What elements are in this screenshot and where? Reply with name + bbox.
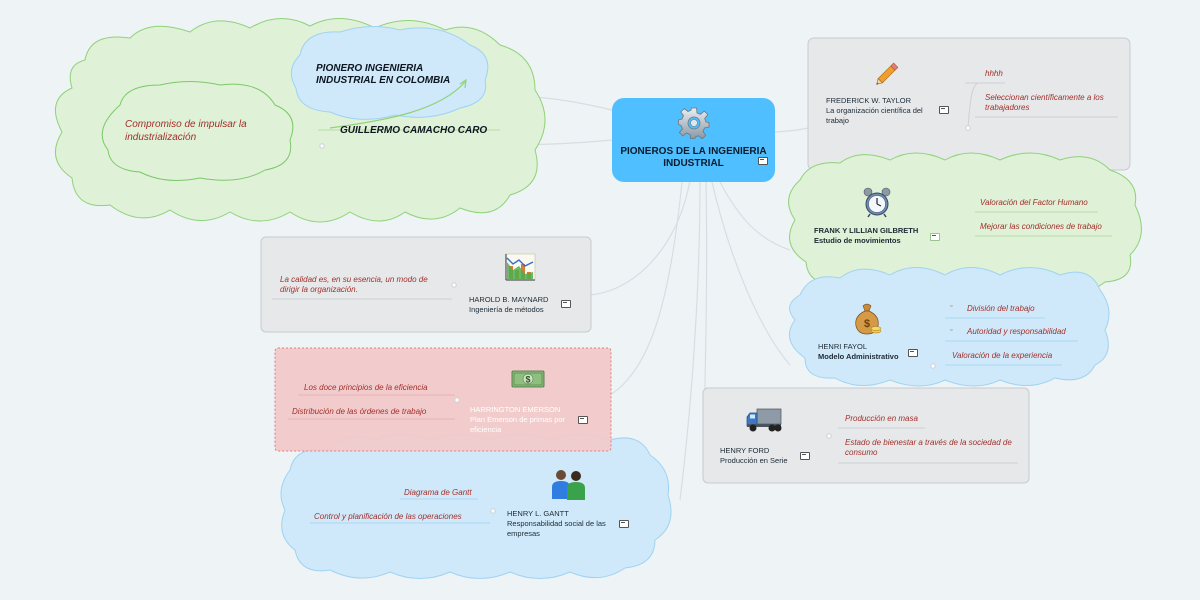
emerson-box	[274, 347, 612, 452]
svg-text:$: $	[864, 318, 870, 330]
maynard-item-1[interactable]: La calidad es, en su esencia, un modo de…	[280, 275, 428, 294]
emerson-subtitle: Plan Emerson de primas por eficiencia	[470, 415, 566, 434]
taylor-subtitle: La organización científica del trabajo	[826, 106, 923, 125]
truck-icon	[746, 408, 782, 432]
fayol-item-3[interactable]: Valoración de la experiencia	[952, 351, 1053, 360]
green-inner-cloud	[101, 81, 294, 181]
fayol-item-2[interactable]: Autoridad y responsabilidad	[967, 327, 1066, 336]
taylor-item-2[interactable]: Seleccionan científicamente a los trabaj…	[985, 93, 1104, 112]
ford-name: HENRY FORD	[720, 446, 770, 455]
gear-icon	[678, 107, 710, 139]
gantt-item-2[interactable]: Control y planificación de las operacion…	[314, 512, 462, 521]
note-icon[interactable]	[758, 157, 768, 165]
commitment-text[interactable]: Compromiso de impulsar la industrializac…	[125, 119, 247, 143]
taylor-node[interactable]: FREDERICK W. TAYLOR La organización cien…	[826, 96, 946, 126]
taylor-note-icon[interactable]	[939, 106, 949, 114]
gilbreth-item-1[interactable]: Valoración del Factor Humano	[980, 198, 1088, 207]
gilbreth-node[interactable]: FRANK Y LILLIAN GILBRETH Estudio de movi…	[814, 226, 934, 246]
money-bag-icon: $	[855, 303, 882, 335]
gantt-item-1[interactable]: Diagrama de Gantt	[404, 488, 472, 497]
gantt-subtitle: Responsabilidad social de las empresas	[507, 519, 606, 538]
guillermo-name[interactable]: GUILLERMO CAMACHO CARO	[340, 125, 488, 136]
fayol-note-mark-1: ▫	[950, 303, 953, 310]
maynard-node[interactable]: HAROLD B. MAYNARD Ingeniería de métodos	[469, 295, 569, 315]
central-node[interactable]	[612, 98, 775, 182]
emerson-note-icon[interactable]	[578, 416, 588, 424]
fayol-name: HENRI FAYOL	[818, 342, 868, 351]
arrow-head	[459, 78, 467, 89]
emerson-item-2[interactable]: Distribución de las órdenes de trabajo	[292, 407, 427, 416]
emerson-node[interactable]: HARRINGTON EMERSON Plan Emerson de prima…	[470, 405, 580, 435]
maynard-subtitle: Ingeniería de métodos	[469, 305, 544, 314]
gantt-note-icon[interactable]	[619, 520, 629, 528]
chart-icon	[505, 253, 536, 281]
connector-lines	[504, 95, 809, 501]
ford-note-icon[interactable]	[800, 452, 810, 460]
pioneer-text[interactable]: PIONERO INGENIERIA INDUSTRIAL EN COLOMBI…	[316, 63, 451, 86]
blue-cloud-pioneer	[290, 26, 489, 120]
gantt-node[interactable]: HENRY L. GANTT Responsabilidad social de…	[507, 509, 622, 539]
gilbreth-subtitle: Estudio de movimientos	[814, 236, 901, 245]
pencil-icon	[876, 62, 899, 85]
emerson-item-1[interactable]: Los doce principios de la eficiencia	[304, 383, 428, 392]
maynard-note-icon[interactable]	[561, 300, 571, 308]
fayol-note-icon[interactable]	[908, 349, 918, 357]
gilbreth-item-2[interactable]: Mejorar las condiciones de trabajo	[980, 222, 1102, 231]
gilbreth-note-icon[interactable]	[930, 233, 940, 241]
fayol-node[interactable]: HENRI FAYOL Modelo Administrativo	[818, 342, 918, 362]
central-title[interactable]: PIONEROS DE LA INGENIERIA INDUSTRIAL	[620, 146, 767, 169]
svg-text:$: $	[525, 375, 530, 385]
taylor-branch	[967, 82, 979, 129]
dollar-bill-icon: $	[511, 370, 545, 388]
ford-node[interactable]: HENRY FORD Producción en Serie	[720, 446, 820, 466]
ford-box	[702, 387, 1030, 484]
gantt-cloud	[280, 433, 672, 579]
ford-item-1[interactable]: Producción en masa	[845, 414, 918, 423]
people-icon	[552, 470, 585, 500]
fayol-cloud	[788, 267, 1110, 387]
fayol-item-1[interactable]: División del trabajo	[967, 304, 1035, 313]
relation-arrow	[329, 81, 466, 129]
gantt-name: HENRY L. GANTT	[507, 509, 569, 518]
ford-subtitle: Producción en Serie	[720, 456, 788, 465]
emerson-name: HARRINGTON EMERSON	[470, 405, 561, 414]
ford-item-2[interactable]: Estado de bienestar a través de la socie…	[845, 438, 1012, 457]
taylor-name: FREDERICK W. TAYLOR	[826, 96, 912, 105]
taylor-item-1[interactable]: hhhh	[985, 69, 1003, 78]
maynard-name: HAROLD B. MAYNARD	[469, 295, 549, 304]
alarm-clock-icon	[863, 187, 891, 218]
fayol-note-mark-2: ▫	[950, 327, 953, 334]
fayol-subtitle: Modelo Administrativo	[818, 352, 899, 361]
gilbreth-name: FRANK Y LILLIAN GILBRETH	[814, 226, 919, 235]
